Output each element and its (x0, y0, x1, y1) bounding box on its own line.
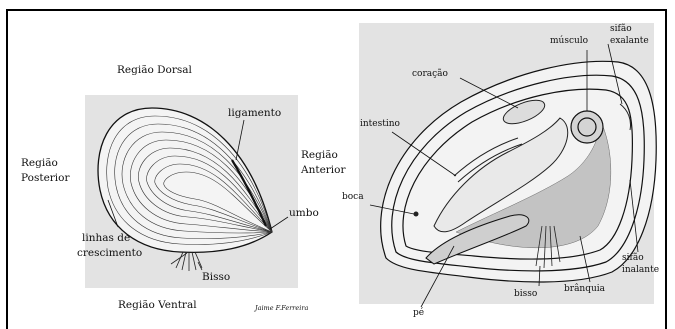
label-anterior-1: Região (301, 149, 338, 161)
author-credit: Jaime F.Ferreira (255, 305, 308, 312)
shell-exterior-diagram: Região Dorsal ligamento Região Posterior… (0, 0, 336, 320)
shell-outline (98, 108, 272, 252)
shell-interior-diagram: músculo sifão exalante coração intestino… (336, 0, 667, 320)
label-coracao: coração (412, 69, 448, 79)
label-sifao-inalante-1: sifão (622, 253, 644, 263)
byssus-threads (171, 252, 202, 271)
label-branquia: brânquia (564, 284, 605, 294)
label-posterior-1: Região (21, 157, 58, 169)
label-ventral: Região Ventral (118, 299, 197, 311)
label-intestino: intestino (360, 119, 400, 129)
label-linhas-2: crescimento (77, 247, 142, 259)
label-boca: boca (342, 192, 364, 202)
label-linhas-1: linhas de (82, 232, 130, 244)
label-sifao-exalante-2: exalante (610, 36, 649, 46)
anatomy-drawing (336, 0, 667, 329)
label-posterior-2: Posterior (21, 172, 70, 184)
label-umbo: umbo (289, 207, 319, 219)
label-bisso-interior: bisso (514, 289, 537, 299)
mouth (414, 212, 419, 217)
label-sifao-exalante-1: sifão (610, 24, 632, 34)
label-musculo: músculo (550, 36, 588, 46)
label-dorsal: Região Dorsal (117, 64, 192, 76)
label-pe: pé (413, 308, 424, 318)
label-ligamento: ligamento (228, 107, 281, 119)
label-sifao-inalante-2: inalante (622, 265, 659, 275)
label-bisso: Bisso (202, 271, 230, 283)
adductor-muscle (571, 111, 603, 143)
